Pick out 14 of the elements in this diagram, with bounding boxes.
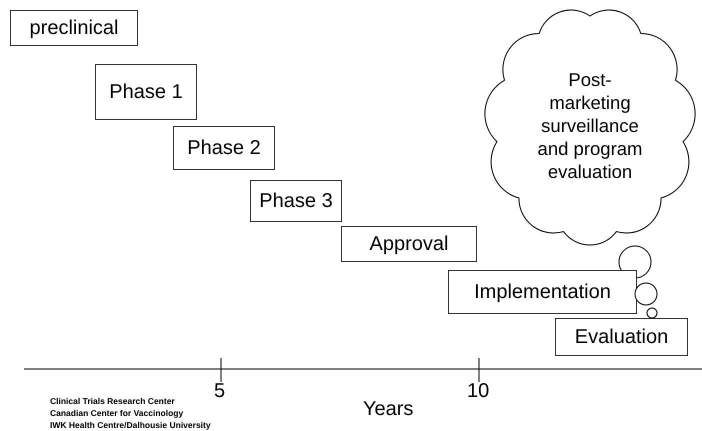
footer-note: IWK Health Centre/Dalhousie University [50, 420, 211, 430]
phase-box: Phase 1 [95, 64, 197, 120]
phase-box: Evaluation [555, 318, 688, 356]
footer-note: Clinical Trials Research Center [50, 396, 175, 406]
axis-title: Years [363, 398, 414, 421]
phase-box: Phase 3 [250, 180, 342, 222]
phase-box: Approval [341, 226, 477, 262]
phase-box: Phase 2 [173, 126, 275, 170]
phase-box: preclinical [10, 10, 138, 46]
footer-note: Canadian Center for Vaccinology [50, 408, 184, 418]
cloud-text: Post-marketing surveillance and program evaluation [538, 68, 642, 182]
tick-label: 10 [467, 380, 490, 403]
phase-box: Implementation [448, 270, 637, 314]
tick-label: 5 [214, 380, 226, 403]
